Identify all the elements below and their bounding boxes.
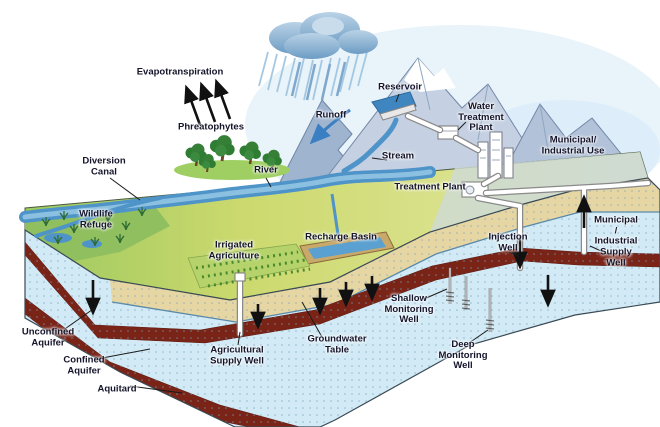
stream: [341, 117, 399, 174]
diversion-canal-water: [34, 196, 162, 238]
basin-feed-channel: [330, 193, 342, 249]
rain: [258, 51, 368, 101]
phreatophytes-trees: [174, 133, 290, 180]
river: [19, 166, 436, 223]
monitoring-wells: [445, 268, 495, 332]
city-buildings: [477, 131, 514, 179]
rain-cloud-icon: [269, 12, 378, 59]
leader-lines: [61, 93, 611, 394]
runoff-arrow: [309, 108, 351, 145]
irrigated-field: [187, 243, 311, 289]
flow-arrows: [85, 78, 592, 330]
evapotranspiration-arrow: [214, 78, 232, 120]
reservoir-water: [371, 91, 417, 121]
evapotranspiration-arrow: [184, 84, 202, 126]
evapotranspiration-arrow: [199, 81, 217, 123]
